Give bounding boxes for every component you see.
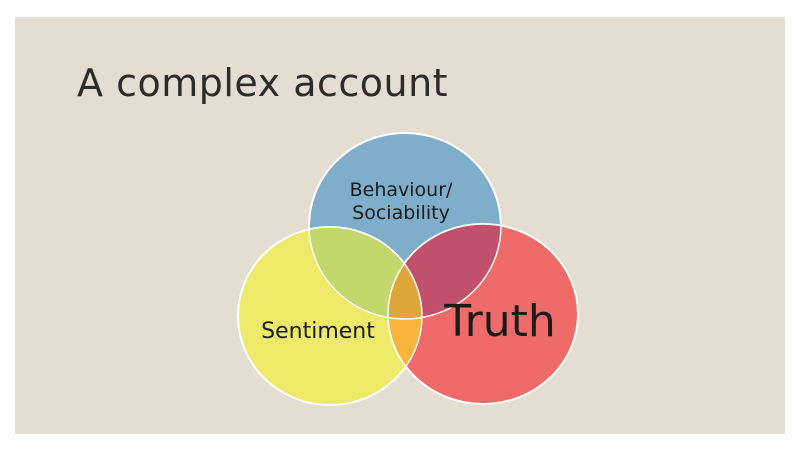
outline-truth [387,223,579,405]
label-sentiment: Sentiment [261,319,375,344]
label-truth: Truth [443,296,556,347]
label-behaviour-line1: Behaviour/ [350,179,453,201]
slide-title: A complex account [77,61,449,105]
label-behaviour-line2: Sociability [352,202,450,224]
outline-sentiment [237,226,423,406]
